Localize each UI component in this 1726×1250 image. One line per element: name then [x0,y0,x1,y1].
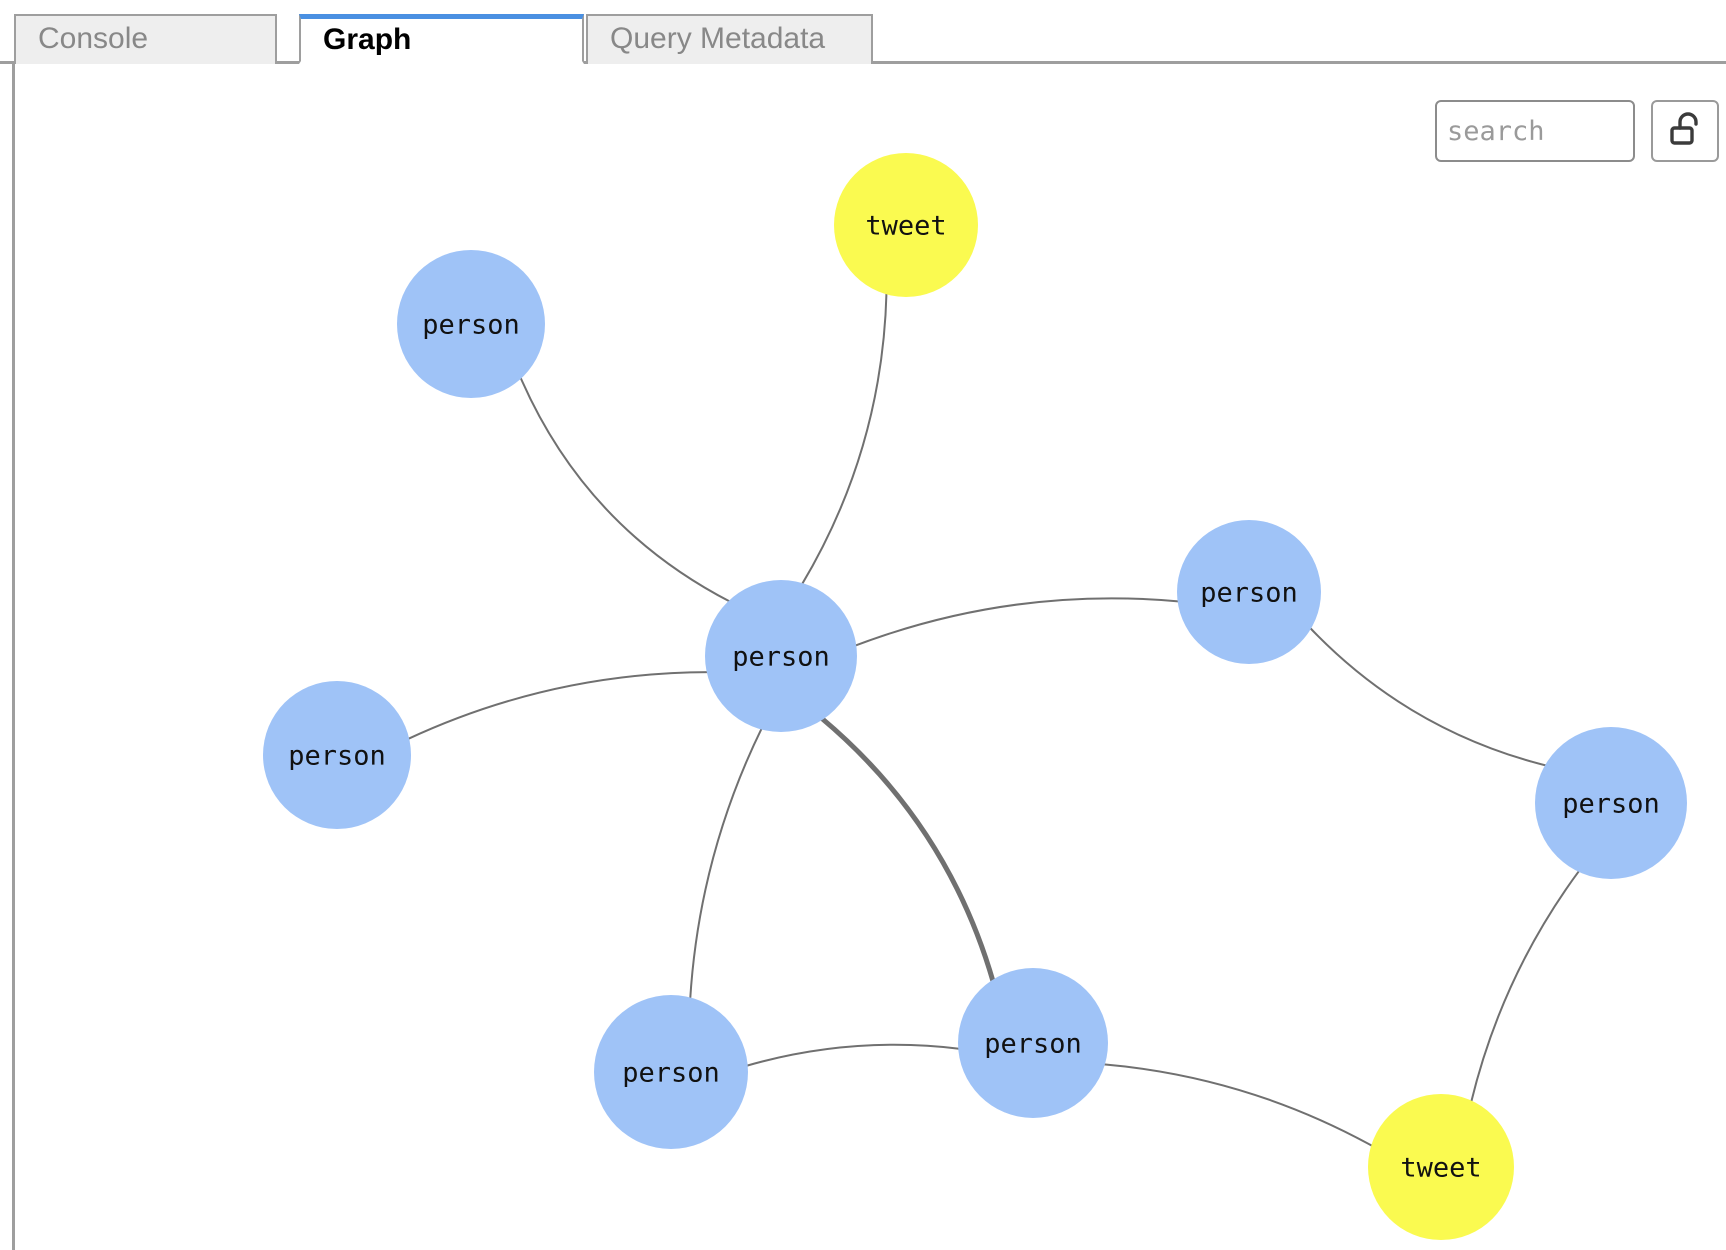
graph-node-circle[interactable] [1177,520,1321,664]
graph-node-person[interactable]: person [1177,520,1321,664]
graph-node-circle[interactable] [958,968,1108,1118]
graph-node-circle[interactable] [1535,727,1687,879]
graph-node-circle[interactable] [397,250,545,398]
graph-node-circle[interactable] [834,153,978,297]
graph-edge[interactable] [853,597,1180,647]
graph-node-person[interactable]: person [958,968,1108,1118]
graph-node-person[interactable]: person [263,681,411,829]
tab-graph[interactable]: Graph [299,14,584,64]
graph-edge[interactable] [1308,626,1548,767]
graph-node-circle[interactable] [1368,1094,1514,1240]
graph-visualization[interactable]: tweet person person person person person perso… [15,64,1726,1250]
graph-node-circle[interactable] [705,580,857,732]
tab-console[interactable]: Console [14,14,277,64]
unlock-icon-button[interactable] [1651,100,1719,162]
node-layer: tweet person person person person person perso… [263,153,1687,1240]
graph-edge[interactable] [406,671,709,741]
graph-node-circle[interactable] [594,995,748,1149]
search-input[interactable] [1435,100,1635,162]
graph-edge[interactable] [745,1043,961,1067]
graph-edge[interactable] [1470,869,1581,1103]
graph-edge[interactable] [1102,1063,1374,1148]
edge-layer [406,292,1581,1148]
graph-edge[interactable] [519,376,731,603]
graph-edge[interactable] [689,727,763,1000]
graph-edge[interactable] [819,716,996,983]
graph-node-circle[interactable] [263,681,411,829]
graph-node-person[interactable]: person [397,250,545,398]
graph-edge[interactable] [800,292,888,586]
graph-node-tweet[interactable]: tweet [834,153,978,297]
tab-query-metadata[interactable]: Query Metadata [586,14,873,64]
graph-node-person[interactable]: person [1535,727,1687,879]
graph-node-person[interactable]: person [594,995,748,1149]
tab-bar: Console Graph Query Metadata [0,0,1726,64]
unlock-icon [1667,110,1703,153]
graph-node-tweet[interactable]: tweet [1368,1094,1514,1240]
graph-node-person[interactable]: person [705,580,857,732]
graph-pane: tweet person person person person person perso… [12,64,1726,1250]
